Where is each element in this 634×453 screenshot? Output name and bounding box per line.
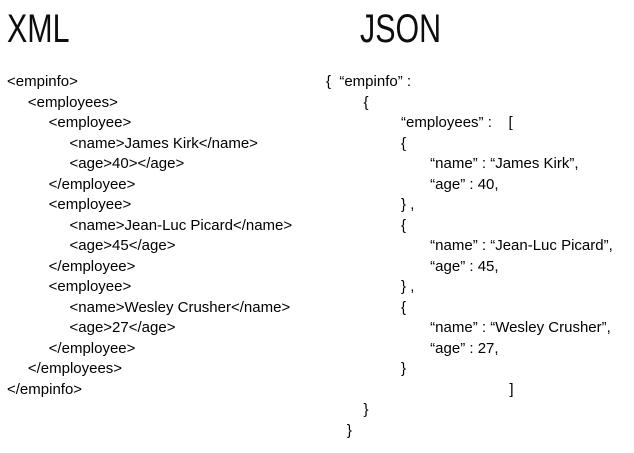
code-line: “age” : 27, — [326, 339, 499, 357]
code-line: { — [326, 134, 407, 152]
code-line: “name” : “Wesley Crusher”, — [326, 319, 611, 336]
code-line: <empinfo> — [7, 73, 78, 90]
code-line: } — [326, 421, 352, 439]
code-line: <employees> — [7, 93, 118, 111]
code-line: ] — [326, 380, 514, 398]
code-line: <age>45</age> — [7, 237, 176, 254]
code-line: </employees> — [7, 360, 123, 377]
code-line: { “empinfo” : — [326, 73, 412, 90]
code-line: { — [326, 298, 407, 316]
code-line: “age” : 40, — [326, 175, 499, 193]
code-line: “age” : 45, — [326, 257, 499, 275]
code-line: </employee> — [7, 175, 136, 193]
code-line: } , — [326, 278, 415, 295]
code-line: <name>Wesley Crusher</name> — [7, 298, 291, 316]
code-line: <age>40></age> — [7, 155, 185, 172]
code-line: <age>27</age> — [7, 319, 176, 336]
code-line: } , — [326, 196, 415, 213]
code-line: <employee> — [7, 278, 132, 295]
code-line: “name” : “Jean-Luc Picard”, — [326, 237, 613, 254]
code-line: { — [326, 216, 407, 234]
code-line: “name” : “James Kirk”, — [326, 155, 579, 172]
code-line: <employee> — [7, 114, 132, 131]
code-line: </empinfo> — [7, 380, 83, 398]
code-line: </employee> — [7, 257, 136, 275]
code-line: } — [326, 401, 369, 418]
code-line: </employee> — [7, 339, 136, 357]
json-title: JSON — [360, 7, 442, 51]
xml-title: XML — [7, 7, 70, 51]
json-code-block: { “empinfo” : { “employees” : [ { “name”… — [326, 72, 613, 441]
code-line: { — [326, 93, 369, 111]
code-line: <name>Jean-Luc Picard</name> — [7, 216, 293, 234]
xml-code-block: <empinfo> <employees> <employee> <name>J… — [7, 72, 292, 400]
code-line: } — [326, 360, 407, 377]
code-line: <employee> — [7, 196, 132, 213]
code-line: “employees” : [ — [326, 114, 513, 131]
code-line: <name>James Kirk</name> — [7, 134, 258, 152]
